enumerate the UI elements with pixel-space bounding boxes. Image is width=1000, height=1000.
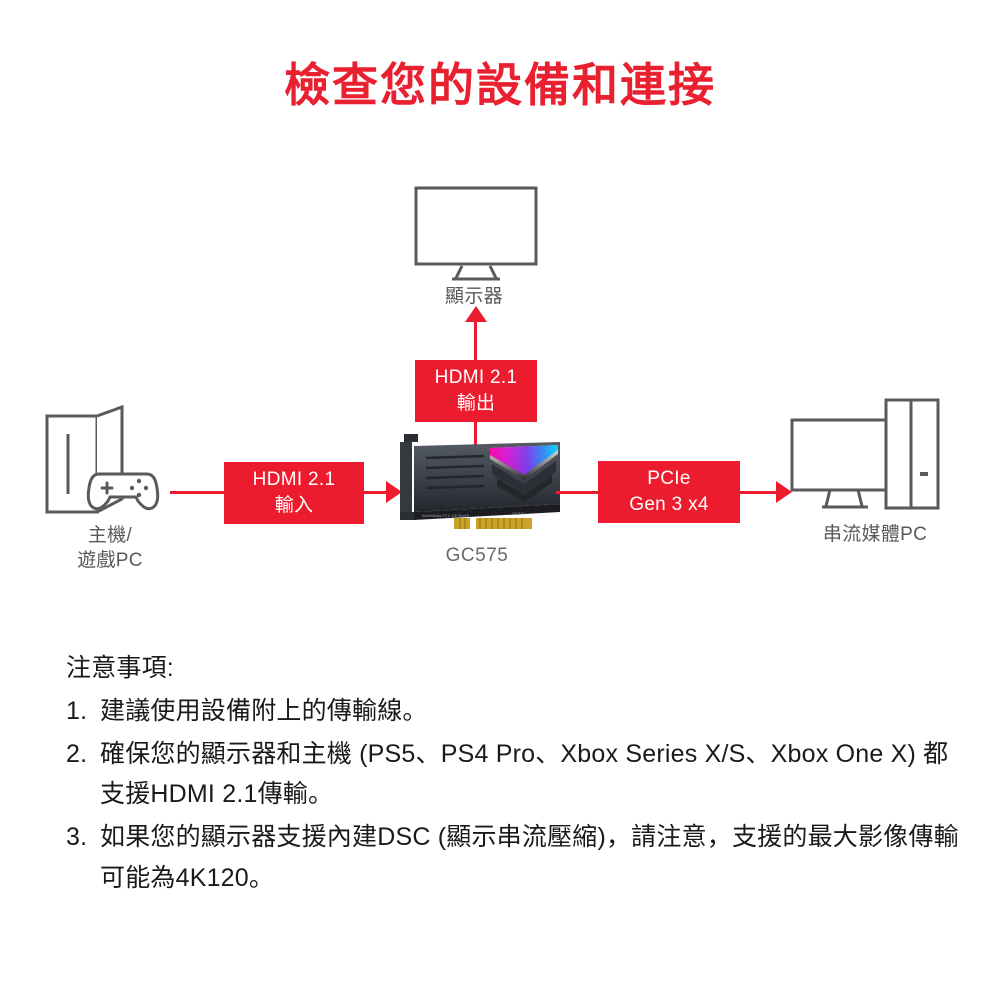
- pcie-line2: Gen 3 x4: [629, 494, 709, 515]
- streaming-pc-label: 串流媒體PC: [822, 524, 928, 545]
- arrow-to-monitor: [465, 306, 487, 322]
- capture-card-icon: AVerMedia FCC CE RoHS GC575: [392, 428, 564, 541]
- hdmi-output-line2: 輸出: [456, 393, 496, 414]
- svg-text:AVerMedia FCC CE RoHS: AVerMedia FCC CE RoHS: [422, 513, 469, 518]
- line-console-to-hdmiin: [170, 491, 226, 494]
- pcie-box: PCIe Gen 3 x4: [598, 461, 740, 523]
- line-card-to-pcie: [556, 491, 600, 494]
- arrow-to-streaming-pc: [776, 481, 792, 503]
- hdmi-input-line1: HDMI 2.1: [252, 469, 336, 491]
- note-number: 3.: [66, 823, 88, 851]
- note-item: 1. 建議使用設備附上的傳輸線。: [66, 691, 966, 732]
- note-text: 如果您的顯示器支援內建DSC (顯示串流壓縮)，請注意，支援的最大影像傳輸可能為…: [100, 823, 959, 892]
- monitor-icon: [414, 186, 538, 291]
- notes-section: 注意事項: 1. 建議使用設備附上的傳輸線。 2. 確保您的顯示器和主機 (PS…: [66, 648, 966, 899]
- hdmi-output-box: HDMI 2.1 輸出: [415, 360, 537, 422]
- capture-card-label: GC575: [445, 545, 509, 566]
- game-console-icon: [44, 404, 170, 521]
- hdmi-output-line1: HDMI 2.1: [434, 367, 518, 389]
- note-text: 建議使用設備附上的傳輸線。: [100, 696, 428, 725]
- arrow-to-card: [386, 481, 402, 503]
- page-title: 檢查您的設備和連接: [284, 59, 716, 111]
- note-number: 2.: [66, 739, 88, 768]
- svg-text:GC575: GC575: [512, 511, 525, 516]
- note-item: 2. 確保您的顯示器和主機 (PS5、PS4 Pro、Xbox Series X…: [66, 734, 966, 816]
- connection-diagram: 顯示器 HDMI 2.1 輸出 主機/ 遊戲PC: [44, 186, 940, 571]
- desktop-pc-icon: [790, 396, 940, 525]
- line-hdmiin-to-card: [364, 491, 388, 494]
- note-item: 3. 如果您的顯示器支援內建DSC (顯示串流壓縮)，請注意，支援的最大影像傳輸…: [66, 817, 966, 899]
- notes-heading: 注意事項:: [66, 654, 174, 682]
- hdmi-input-box: HDMI 2.1 輸入: [224, 462, 364, 524]
- console-label: 主機/ 遊戲PC: [77, 525, 143, 571]
- note-number: 1.: [66, 696, 88, 725]
- line-pcie-to-pc: [740, 491, 778, 494]
- monitor-label: 顯示器: [445, 286, 503, 307]
- note-text: 確保您的顯示器和主機 (PS5、PS4 Pro、Xbox Series X/S、…: [100, 739, 949, 809]
- line-monitor-to-hdmiout: [474, 322, 477, 360]
- hdmi-input-line2: 輸入: [274, 495, 314, 516]
- pcie-line1: PCIe: [647, 468, 691, 490]
